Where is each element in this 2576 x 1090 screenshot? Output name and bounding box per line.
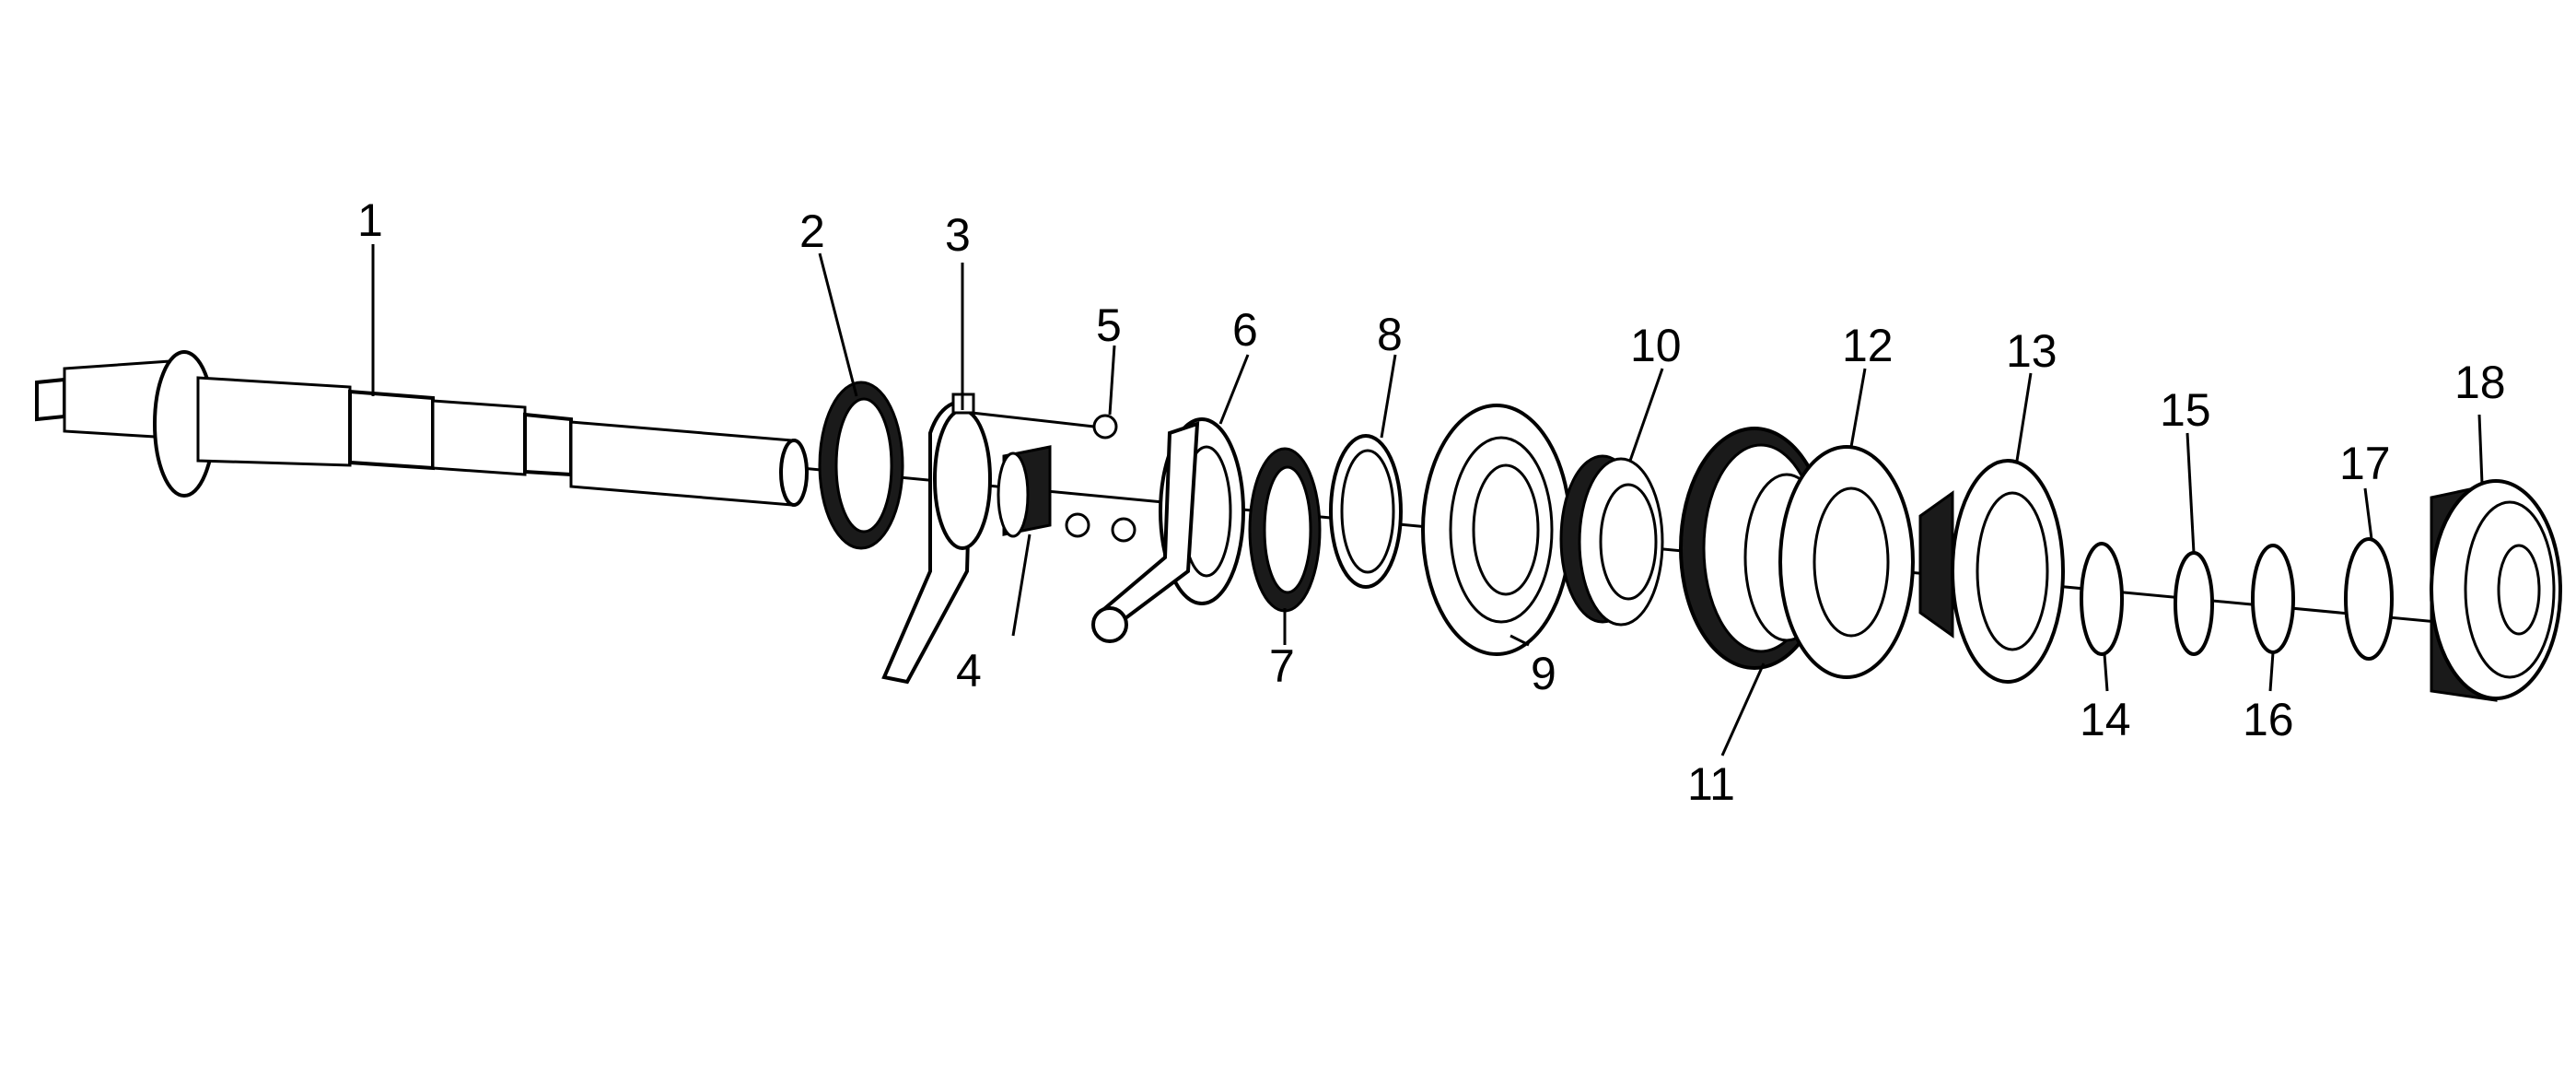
part-10-hub	[1559, 454, 1664, 627]
callout-12: 12	[1842, 320, 1894, 371]
part-5-balls	[971, 411, 1136, 543]
leader-lines	[371, 244, 2484, 756]
callout-11: 11	[1687, 758, 1735, 810]
callout-7: 7	[1269, 640, 1295, 692]
part-14-snap-ring	[2080, 542, 2124, 656]
callout-15: 15	[2160, 384, 2211, 436]
callout-2: 2	[799, 205, 825, 257]
callout-1: 1	[357, 194, 383, 246]
part-12-friction-plate	[1778, 445, 1915, 679]
part-13-clutch-hub	[1918, 459, 2065, 684]
part-17-snap-ring	[2344, 537, 2394, 661]
callout-3: 3	[945, 209, 971, 261]
callout-5: 5	[1096, 299, 1122, 351]
part-18-sprocket	[2430, 479, 2562, 702]
callout-4: 4	[956, 645, 982, 697]
part-8-washer	[1329, 434, 1403, 589]
part-16-washer	[2251, 544, 2295, 654]
part-2-thrust-washer	[818, 381, 904, 550]
part-1-mainshaft	[35, 350, 809, 507]
callout-9: 9	[1531, 648, 1556, 699]
callout-16: 16	[2243, 694, 2294, 745]
callout-6: 6	[1232, 304, 1258, 356]
callout-14: 14	[2080, 694, 2131, 745]
part-9-carrier-plate	[1421, 404, 1572, 656]
callout-18: 18	[2454, 357, 2506, 408]
part-6-shift-fork	[1091, 417, 1245, 643]
part-15-snap-ring	[2174, 551, 2214, 656]
callout-8: 8	[1377, 309, 1403, 360]
callout-13: 13	[2006, 325, 2057, 377]
callout-numbers: 1 2 3 4 5 6 7 8 9 10 11 12 13 14 15 16 1…	[357, 194, 2506, 810]
part-4-synchronizer-sleeve	[997, 445, 1052, 538]
callout-10: 10	[1630, 320, 1682, 371]
part-7-needle-bearing	[1248, 447, 1322, 613]
callout-17: 17	[2339, 438, 2391, 489]
